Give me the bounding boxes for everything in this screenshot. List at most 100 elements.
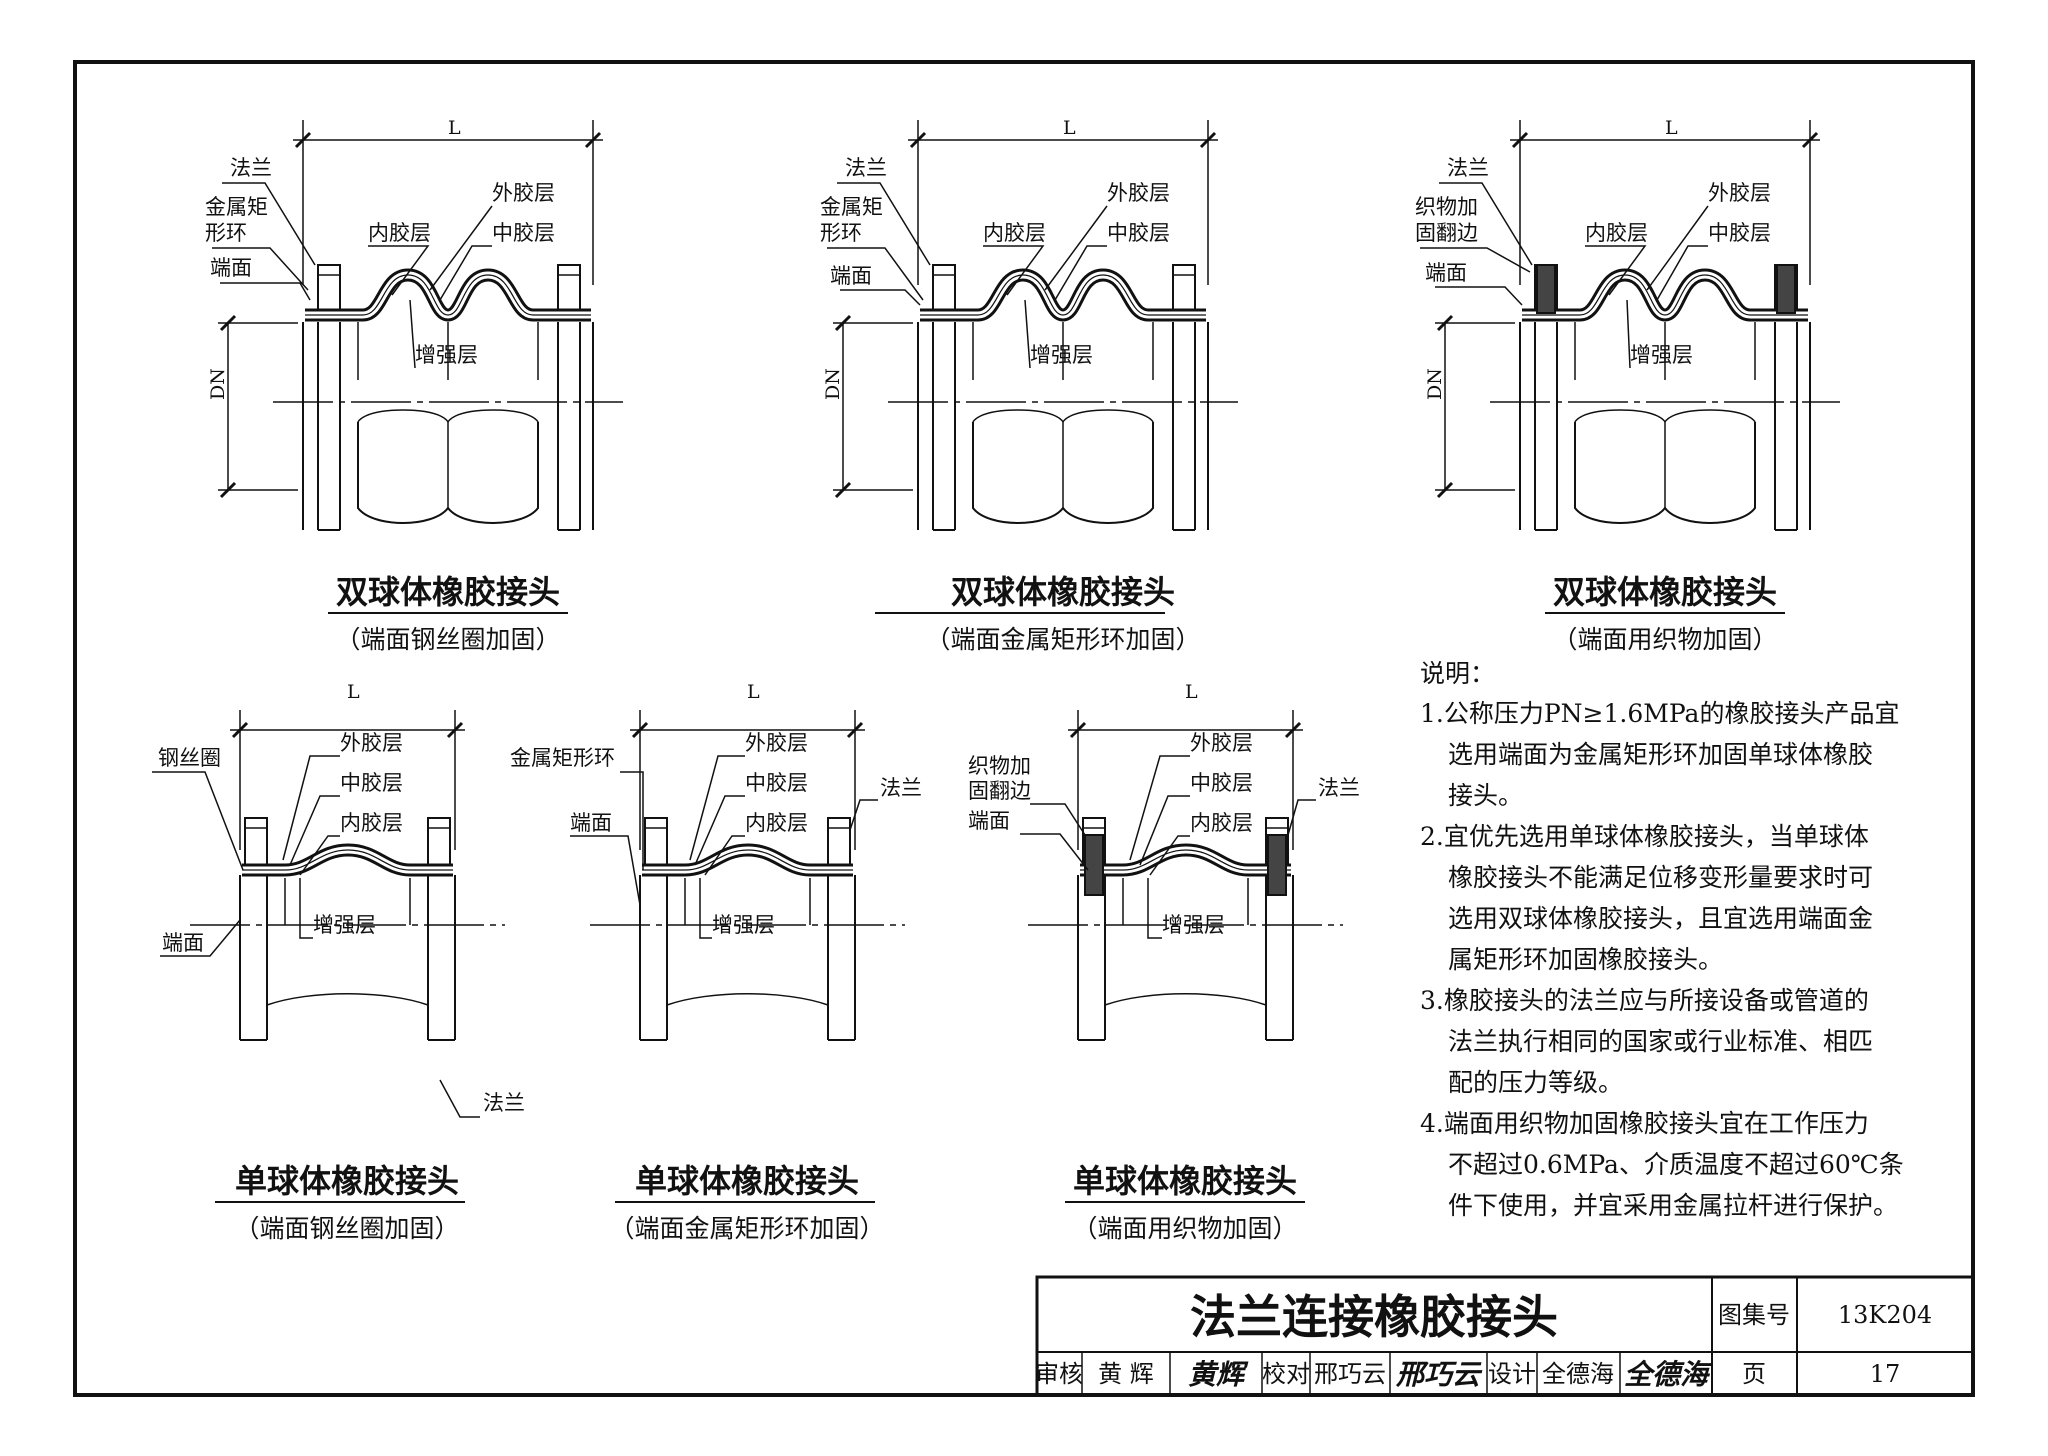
atlas-label: 图集号: [1718, 1301, 1790, 1329]
label-inner-layer: 内胶层: [340, 811, 403, 835]
label-outer-layer: 外胶层: [1190, 731, 1253, 755]
label-inner-layer: 内胶层: [1585, 221, 1648, 245]
dim-diameter: DN: [207, 368, 229, 400]
label-flange: 法兰: [845, 156, 887, 180]
note-line: 4.端面用织物加固橡胶接头宜在工作压力: [1420, 1109, 1869, 1138]
label-outer-layer: 外胶层: [1107, 181, 1170, 205]
label-ring-top: 金属矩: [205, 195, 268, 219]
reviewer-name: 黄 辉: [1098, 1360, 1154, 1388]
notes-heading: 说明：: [1420, 659, 1495, 688]
double-ball-joint-metal-ring: L DN 法兰 金属矩 形环 端面 内胶层 外胶层 中胶层 增强层 双球体橡胶接…: [820, 117, 1238, 654]
label-ring-bottom: 固翻边: [1415, 221, 1478, 245]
note-line: 属矩形环加固橡胶接头。: [1448, 945, 1723, 974]
figure-subtitle: （端面钢丝圈加固）: [234, 1214, 459, 1243]
label-middle-layer: 中胶层: [1107, 221, 1170, 245]
label-ring-bottom: 形环: [820, 221, 862, 245]
atlas-number: 13K204: [1838, 1301, 1932, 1329]
label-end-face: 端面: [162, 931, 204, 955]
dim-length: L: [747, 681, 760, 703]
designer-name: 全德海: [1542, 1360, 1614, 1388]
label-metal-ring: 金属矩形环: [510, 746, 615, 770]
figure-title: 单球体橡胶接头: [235, 1162, 459, 1200]
label-middle-layer: 中胶层: [340, 771, 403, 795]
label-ring-top: 织物加: [1415, 195, 1478, 219]
check-label: 校对: [1262, 1360, 1310, 1388]
label-middle-layer: 中胶层: [1708, 221, 1771, 245]
label-reinforce-layer: 增强层: [415, 343, 478, 367]
label-middle-layer: 中胶层: [745, 771, 808, 795]
title-block: 法兰连接橡胶接头 图集号 13K204 审核 黄 辉 黄辉 校对 邢巧云 邢巧云…: [1035, 1275, 1975, 1397]
note-line: 不超过0.6MPa、介质温度不超过60℃条: [1448, 1150, 1904, 1179]
note-line: 配的压力等级。: [1448, 1068, 1623, 1097]
figure-title: 双球体橡胶接头: [336, 573, 560, 611]
label-middle-layer: 中胶层: [492, 221, 555, 245]
label-outer-layer: 外胶层: [1708, 181, 1771, 205]
design-label: 设计: [1488, 1360, 1536, 1388]
label-flange: 法兰: [1318, 776, 1360, 800]
label-inner-layer: 内胶层: [983, 221, 1046, 245]
double-ball-joint-fabric: L DN 法兰 织物加 固翻边 端面 内胶层 外胶层 中胶层 增强层 双球体橡胶…: [1415, 117, 1840, 654]
figure-title: 单球体橡胶接头: [1073, 1162, 1297, 1200]
label-flange: 法兰: [483, 1091, 525, 1115]
dim-length: L: [1665, 117, 1678, 139]
dim-length: L: [1063, 117, 1076, 139]
checker-signature: 邢巧云: [1395, 1358, 1483, 1391]
label-wire-ring: 钢丝圈: [158, 746, 221, 770]
page-number: 17: [1870, 1360, 1901, 1388]
label-inner-layer: 内胶层: [368, 221, 431, 245]
label-ring-bottom: 形环: [205, 221, 247, 245]
label-inner-layer: 内胶层: [745, 811, 808, 835]
figure-subtitle: （端面用织物加固）: [1072, 1214, 1297, 1243]
label-flange: 法兰: [880, 776, 922, 800]
figure-subtitle: （端面金属矩形环加固）: [925, 625, 1200, 654]
dim-diameter: DN: [1424, 368, 1446, 400]
note-line: 2.宜优先选用单球体橡胶接头，当单球体: [1420, 822, 1869, 851]
reviewer-signature: 黄辉: [1188, 1358, 1249, 1391]
checker-name: 邢巧云: [1314, 1360, 1386, 1388]
label-end-face: 端面: [1425, 261, 1467, 285]
label-reinforce-layer: 增强层: [1030, 343, 1093, 367]
designer-signature: 全德海: [1624, 1358, 1712, 1391]
notes-block: 说明： 1.公称压力PN≥1.6MPa的橡胶接头产品宜 选用端面为金属矩形环加固…: [1420, 659, 1904, 1220]
label-ring-top: 织物加: [968, 754, 1031, 778]
note-line: 接头。: [1448, 781, 1523, 810]
dim-length: L: [448, 117, 461, 139]
figure-subtitle: （端面金属矩形环加固）: [609, 1214, 884, 1243]
label-end-face: 端面: [830, 264, 872, 288]
label-end-face: 端面: [570, 811, 612, 835]
dim-length: L: [1185, 681, 1198, 703]
note-line: 1.公称压力PN≥1.6MPa的橡胶接头产品宜: [1420, 699, 1899, 728]
figure-title: 双球体橡胶接头: [951, 573, 1175, 611]
figure-subtitle: （端面用织物加固）: [1552, 625, 1777, 654]
single-ball-joint-wire-ring: L 钢丝圈 外胶层 中胶层 内胶层 增强层 端面 法兰 单球体橡胶接头 （端面钢…: [152, 681, 525, 1243]
double-ball-joint-wire-ring: L DN 法兰 金属矩 形环 端面 内胶层 外胶层 中胶层 增强层 双球体橡胶接…: [205, 117, 623, 654]
label-reinforce-layer: 增强层: [1162, 913, 1225, 937]
single-ball-joint-metal-ring: L 金属矩形环 端面 外胶层 中胶层 内胶层 法兰 增强层 单球体橡胶接头 （端…: [510, 681, 922, 1243]
figure-subtitle: （端面钢丝圈加固）: [335, 625, 560, 654]
label-end-face: 端面: [968, 809, 1010, 833]
label-outer-layer: 外胶层: [492, 181, 555, 205]
label-flange: 法兰: [230, 156, 272, 180]
label-flange: 法兰: [1447, 156, 1489, 180]
drawing-frame: [73, 60, 1975, 1397]
label-end-face: 端面: [210, 256, 252, 280]
single-ball-joint-fabric: L 织物加 固翻边 端面 外胶层 中胶层 内胶层 法兰 增强层 单球体橡胶接头 …: [968, 681, 1360, 1243]
label-ring-bottom: 固翻边: [968, 779, 1031, 803]
label-inner-layer: 内胶层: [1190, 811, 1253, 835]
note-line: 橡胶接头不能满足位移变形量要求时可: [1448, 863, 1873, 892]
page-label: 页: [1742, 1360, 1766, 1388]
review-label: 审核: [1035, 1360, 1083, 1388]
figure-title: 单球体橡胶接头: [635, 1162, 859, 1200]
dim-length: L: [347, 681, 360, 703]
dim-diameter: DN: [822, 368, 844, 400]
label-middle-layer: 中胶层: [1190, 771, 1253, 795]
note-line: 选用端面为金属矩形环加固单球体橡胶: [1448, 740, 1873, 769]
label-outer-layer: 外胶层: [745, 731, 808, 755]
note-line: 3.橡胶接头的法兰应与所接设备或管道的: [1420, 986, 1869, 1015]
drawing-title: 法兰连接橡胶接头: [1190, 1290, 1558, 1344]
label-reinforce-layer: 增强层: [313, 913, 376, 937]
note-line: 件下使用，并宜采用金属拉杆进行保护。: [1448, 1191, 1898, 1220]
label-ring-top: 金属矩: [820, 195, 883, 219]
figure-title: 双球体橡胶接头: [1553, 573, 1777, 611]
